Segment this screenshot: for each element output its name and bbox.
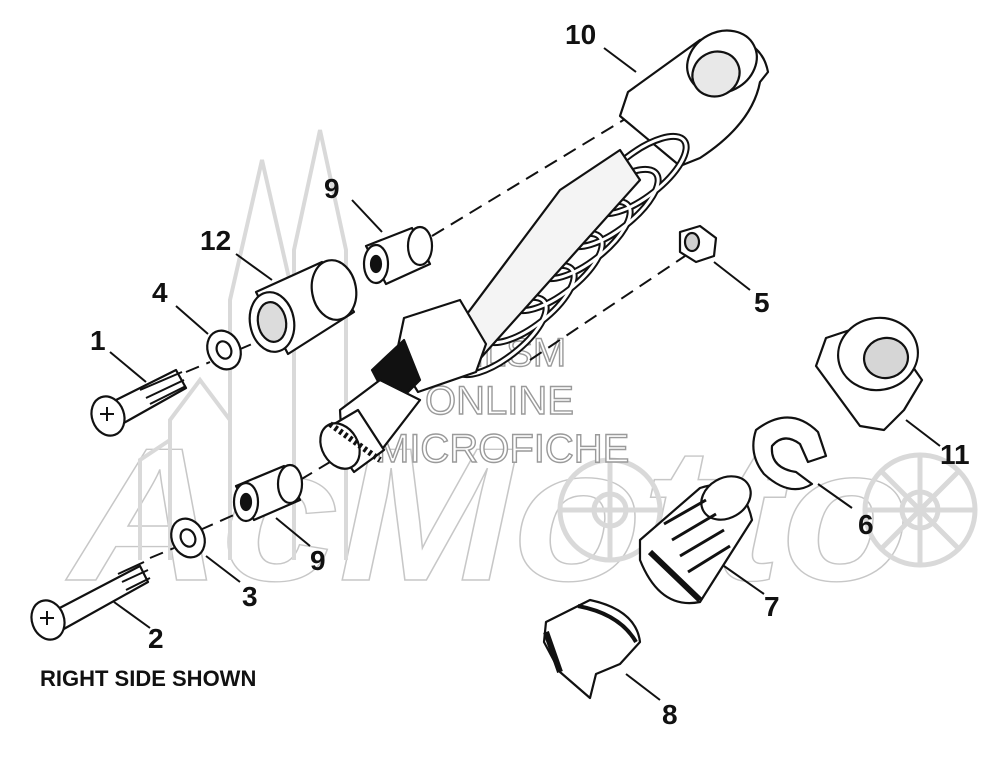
callout-7: 7: [764, 591, 780, 622]
leader-6: [817, 483, 853, 509]
leader-11: [905, 419, 941, 447]
part-9-upper-bushing: [362, 225, 434, 286]
leader-1: [109, 351, 147, 383]
watermark-wheel-icon: [557, 452, 978, 568]
callout-9-top: 9: [324, 173, 340, 204]
callout-9-bottom: 9: [310, 545, 326, 576]
part-5-nut: [678, 224, 718, 264]
part-12-sleeve: [248, 259, 358, 356]
part-9-lower-bushing: [232, 463, 304, 523]
part-2-long-bolt: [30, 561, 151, 641]
leader-7: [723, 565, 765, 595]
callout-11: 11: [940, 439, 970, 470]
leader-12: [235, 253, 273, 281]
axis-lower-eye: [299, 461, 331, 481]
axis-stud-nut: [529, 255, 686, 361]
callout-3: 3: [242, 581, 258, 612]
axis-upper-mount: [431, 109, 641, 237]
shock-absorber: [319, 29, 770, 474]
part-6-clip: [752, 416, 828, 491]
axis-lower-bolt: [185, 361, 211, 373]
leader-10: [603, 47, 637, 73]
callout-labels: 1 2 3 4 5 6 7 8 9 9 10 11 12: [90, 19, 970, 730]
part-8-bracket: [542, 598, 642, 700]
callout-8: 8: [662, 699, 678, 730]
leader-8: [625, 673, 661, 701]
part-7-cage-bushing: [638, 475, 754, 605]
part-1-short-bolt: [90, 368, 188, 437]
leader-3: [205, 555, 241, 583]
leader-lines: [109, 47, 941, 701]
leader-2: [113, 601, 151, 629]
part-11-cylinder: [814, 316, 924, 432]
leader-9-top: [351, 199, 383, 233]
axis-lower-bushing-2: [199, 513, 237, 531]
callout-12: 12: [200, 225, 231, 256]
leader-9-bottom: [275, 517, 311, 547]
watermark-line-2: ONLINE: [425, 379, 574, 423]
diagram-caption: RIGHT SIDE SHOWN: [40, 666, 256, 691]
part-3-washer: [170, 517, 206, 559]
callout-5: 5: [754, 287, 770, 318]
watermark-cathedral-icon: [138, 129, 348, 560]
callout-10: 10: [565, 19, 596, 50]
callout-1: 1: [90, 325, 106, 356]
watermark-line-3: MICROFICHE: [376, 427, 629, 471]
callout-4: 4: [152, 277, 168, 308]
leader-4: [175, 305, 209, 335]
leader-5: [713, 261, 751, 291]
part-4-washer: [206, 329, 242, 371]
callout-2: 2: [148, 623, 164, 654]
axis-lower-bushing: [149, 547, 175, 559]
callout-6: 6: [858, 509, 874, 540]
